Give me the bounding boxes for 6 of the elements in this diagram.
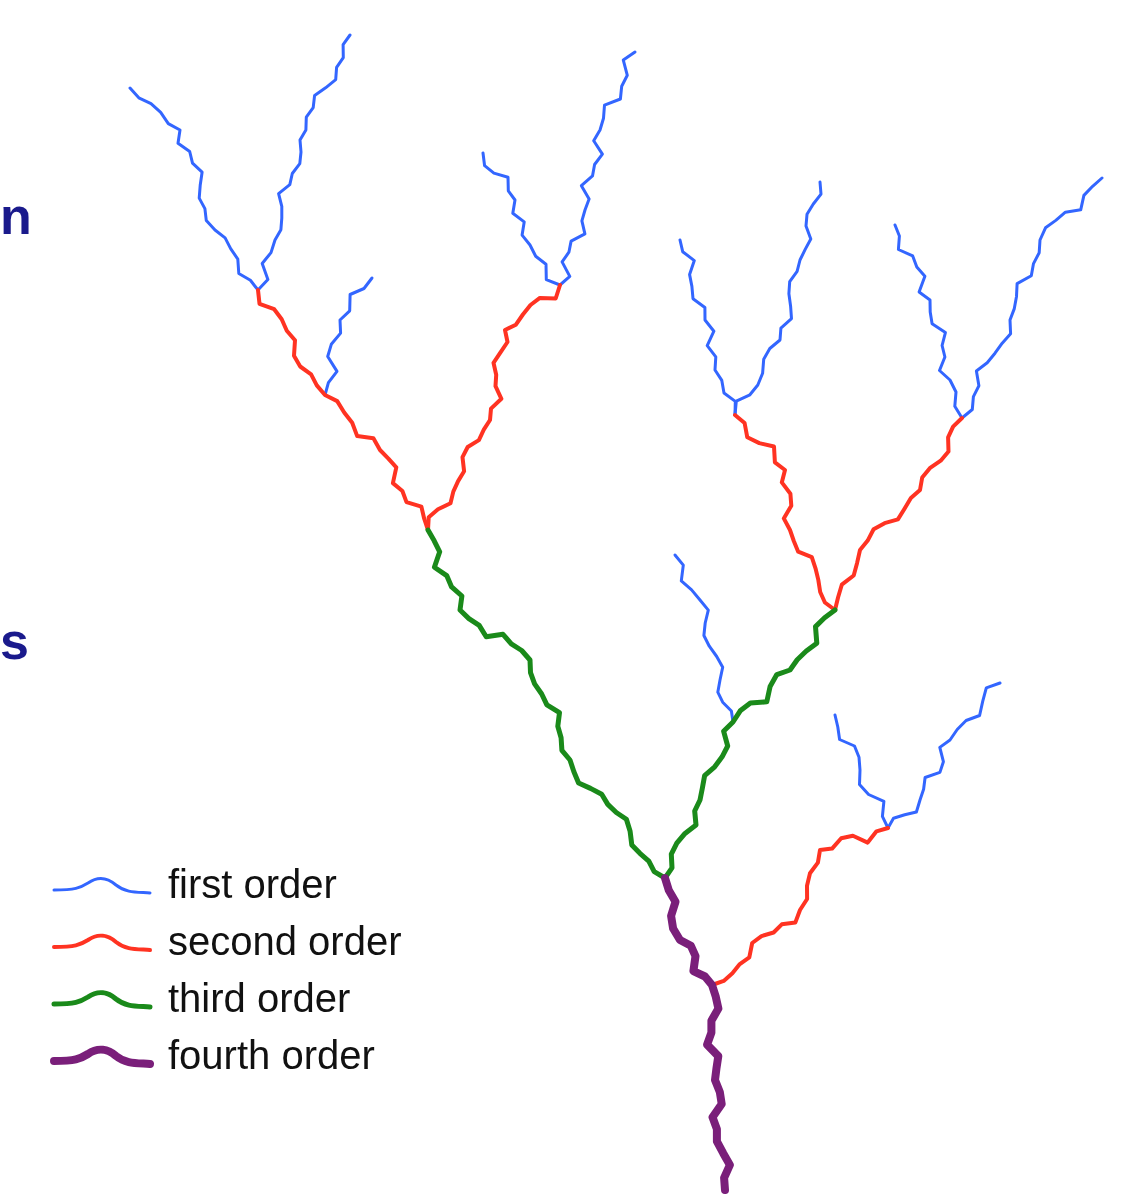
legend-label: second order bbox=[168, 919, 402, 964]
text-fragment: s bbox=[0, 615, 29, 667]
text-fragment: n bbox=[0, 190, 32, 242]
legend-label: third order bbox=[168, 976, 351, 1021]
legend-label: fourth order bbox=[168, 1033, 375, 1078]
legend-label: first order bbox=[168, 862, 337, 907]
